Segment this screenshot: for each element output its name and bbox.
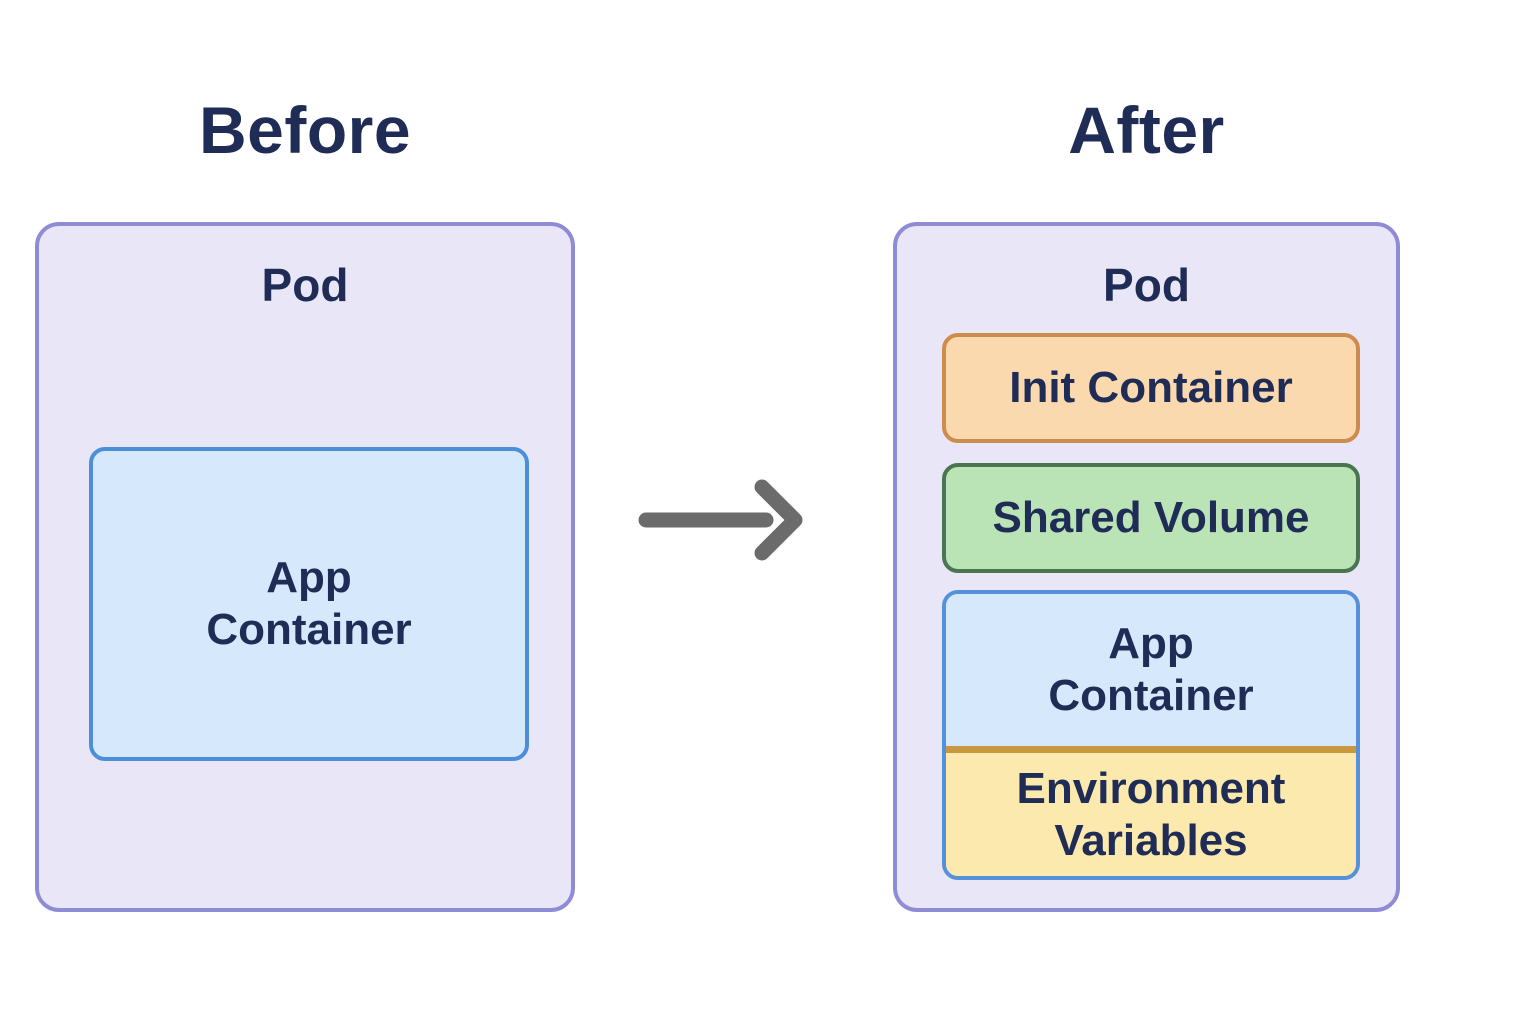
app-container-label-before: App Container — [206, 552, 411, 656]
pod-box-after: Pod Init Container Shared Volume App Con… — [893, 222, 1400, 912]
app-container-box-after: App Container — [946, 594, 1356, 746]
shared-volume-label: Shared Volume — [992, 493, 1310, 543]
environment-variables-line2: Variables — [1054, 815, 1248, 865]
before-title: Before — [198, 93, 412, 167]
app-container-label-line2: Container — [206, 605, 412, 654]
app-container-box-before: App Container — [89, 447, 529, 761]
shared-volume-box: Shared Volume — [942, 463, 1360, 573]
app-container-label-line1: App — [266, 553, 352, 603]
pod-label-before: Pod — [261, 259, 349, 311]
environment-variables-box: Environment Variables — [946, 753, 1356, 876]
init-container-box: Init Container — [942, 333, 1360, 443]
environment-variables-line1: Environment — [1016, 763, 1286, 813]
app-container-after-line2: Container — [1048, 671, 1254, 720]
env-divider — [946, 746, 1356, 753]
pod-box-before: Pod App Container — [35, 222, 575, 912]
right-arrow-icon — [634, 474, 814, 566]
init-container-label: Init Container — [1009, 363, 1293, 413]
pod-label-after: Pod — [1103, 259, 1190, 311]
after-title: After — [1068, 93, 1225, 167]
environment-variables-label: Environment Variables — [1017, 763, 1286, 867]
app-container-label-after: App Container — [1048, 618, 1253, 722]
app-container-with-env-box: App Container Environment Variables — [942, 590, 1360, 880]
app-container-after-line1: App — [1108, 619, 1194, 669]
